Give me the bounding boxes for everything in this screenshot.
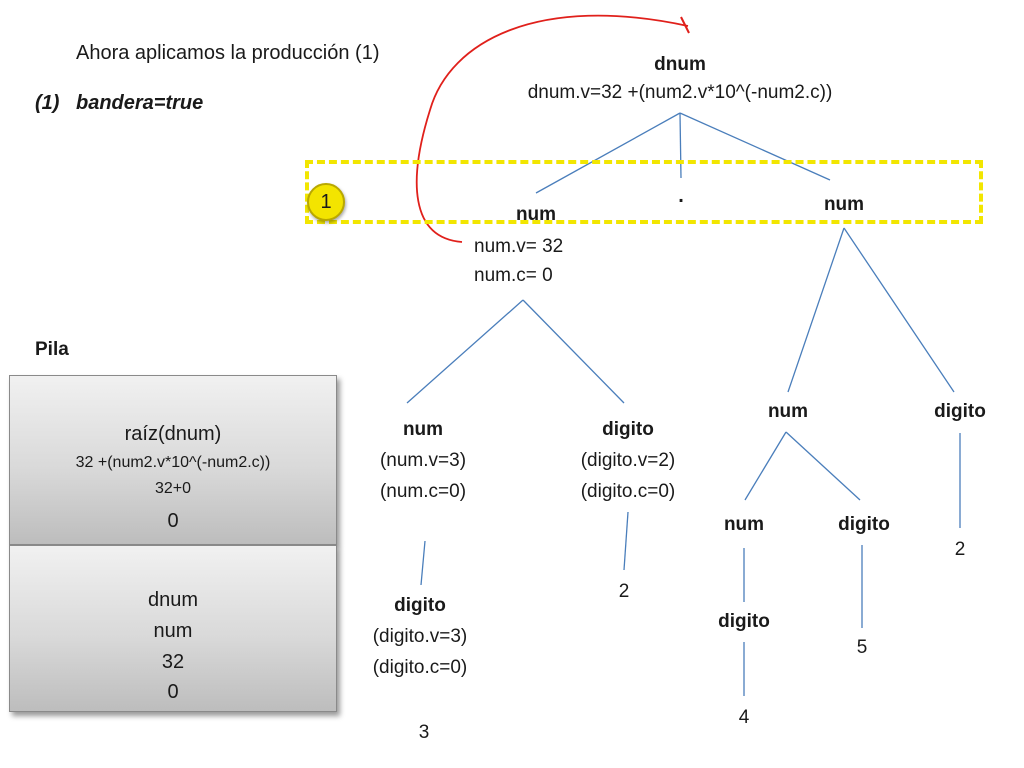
stack-top-line4: 0 bbox=[167, 510, 179, 532]
stack-bottom-line3: 32 bbox=[161, 651, 185, 673]
edge-numleft-numll bbox=[406, 299, 524, 404]
num-ll-v: (num.v=3) bbox=[379, 450, 467, 471]
edge-numright-digitorr bbox=[843, 227, 955, 393]
node-digito-lll: digito bbox=[394, 595, 446, 616]
stack-bottom-line4: 0 bbox=[167, 681, 179, 703]
edge-numleft-digitolr bbox=[522, 299, 625, 404]
stack-top-line2: 32 +(num2.v*10^(-num2.c)) bbox=[75, 454, 271, 471]
node-num-rl: num bbox=[767, 401, 809, 422]
intro-text: Ahora aplicamos la producción (1) bbox=[76, 42, 380, 64]
node-num-left: num bbox=[515, 204, 557, 225]
stack-top-line1: raíz(dnum) bbox=[124, 423, 222, 445]
digito-lr-v: (digito.v=2) bbox=[580, 450, 676, 471]
node-digito-lr: digito bbox=[602, 419, 654, 440]
stack-title: Pila bbox=[35, 339, 69, 360]
node-num-ll: num bbox=[402, 419, 444, 440]
edge-root-numleft bbox=[535, 112, 681, 194]
edge-numll-digitolll bbox=[420, 540, 426, 586]
num-left-v: num.v= 32 bbox=[474, 236, 564, 257]
leaf-2-right: 2 bbox=[954, 539, 966, 560]
stack-bottom-line1: dnum bbox=[147, 589, 199, 611]
stack-top-box: raíz(dnum) 32 +(num2.v*10^(-num2.c)) 32+… bbox=[9, 375, 337, 545]
digito-lll-c: (digito.c=0) bbox=[372, 657, 468, 678]
stack-top-line3: 32+0 bbox=[154, 480, 192, 497]
digito-lr-c: (digito.c=0) bbox=[580, 481, 676, 502]
edge-root-numright bbox=[679, 112, 831, 181]
edge-numrl-digitorlr bbox=[785, 431, 861, 501]
node-digito-rlr: digito bbox=[838, 514, 890, 535]
highlight-box bbox=[305, 160, 983, 224]
arrow-head-bar bbox=[680, 16, 690, 34]
edge-digitolr-leaf2 bbox=[623, 511, 629, 571]
leaf-2-left: 2 bbox=[618, 581, 630, 602]
production-arrow bbox=[415, 14, 689, 243]
node-num-right: num bbox=[823, 194, 865, 215]
leaf-3: 3 bbox=[418, 722, 430, 743]
edge-numrl-numrll bbox=[744, 431, 787, 501]
rule-number: (1) bbox=[35, 92, 60, 114]
node-num-rll: num bbox=[723, 514, 765, 535]
stack-bottom-line2: num bbox=[153, 620, 193, 642]
node-digito-rr: digito bbox=[934, 401, 986, 422]
edge-numright-numrl bbox=[787, 227, 845, 393]
node-dot: . bbox=[678, 185, 684, 207]
num-left-c: num.c= 0 bbox=[474, 265, 553, 286]
leaf-4: 4 bbox=[738, 707, 750, 728]
node-dnum-root: dnum bbox=[654, 54, 706, 75]
stack-bottom-box: dnum num 32 0 bbox=[9, 545, 337, 712]
step-badge: 1 bbox=[307, 183, 345, 221]
root-rule: dnum.v=32 +(num2.v*10^(-num2.c)) bbox=[527, 82, 833, 103]
leaf-5: 5 bbox=[856, 637, 868, 658]
rule-text: bandera=true bbox=[76, 92, 204, 114]
digito-lll-v: (digito.v=3) bbox=[372, 626, 468, 647]
num-ll-c: (num.c=0) bbox=[379, 481, 467, 502]
edge-root-dot bbox=[679, 112, 682, 179]
node-digito-rlll: digito bbox=[718, 611, 770, 632]
